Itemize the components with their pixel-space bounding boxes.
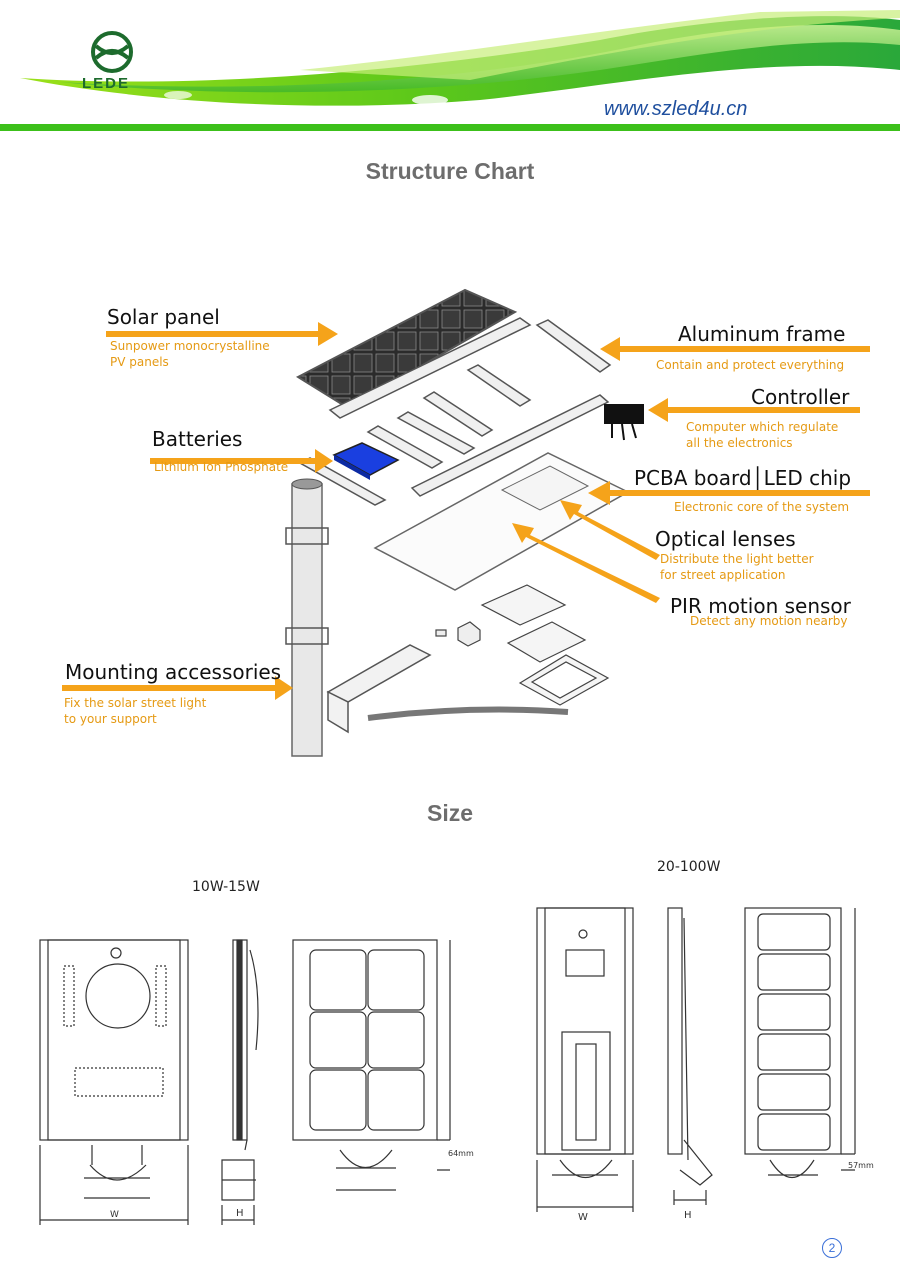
label-solar-panel: Solar panel bbox=[107, 305, 220, 329]
mounting-bracket-icon bbox=[326, 644, 569, 734]
callout-arrows bbox=[62, 322, 870, 700]
large-mount-label: 57mm bbox=[848, 1161, 874, 1170]
section-title-structure: Structure Chart bbox=[365, 158, 535, 184]
small-back-view-drawing bbox=[292, 939, 451, 1191]
desc-batteries: Lithium Ion Phosphate bbox=[154, 460, 289, 474]
desc-solar-panel: Sunpower monocrystalline PV panels bbox=[110, 339, 270, 369]
large-front-view-drawing bbox=[536, 907, 634, 1212]
small-mount-label: 64mm bbox=[448, 1149, 474, 1158]
label-pcba-board: PCBA board│LED chip bbox=[634, 466, 852, 490]
small-side-view-drawing bbox=[221, 939, 259, 1225]
model-label-large: 20-100W bbox=[657, 859, 721, 875]
pole-icon bbox=[285, 478, 329, 757]
pcba-board-icon bbox=[480, 584, 610, 706]
label-pir-motion-sensor: PIR motion sensor bbox=[670, 594, 851, 618]
size-drawings: W H 64mm W H bbox=[39, 907, 874, 1225]
housing-plate-icon bbox=[373, 452, 630, 591]
desc-optical-lenses: Distribute the light better for street a… bbox=[660, 552, 814, 582]
battery-icon bbox=[332, 442, 400, 480]
label-batteries: Batteries bbox=[152, 427, 243, 451]
logo-icon bbox=[91, 31, 133, 73]
page-header: LEDE www.szled4u.cn bbox=[0, 0, 900, 135]
pir-sensor-icon bbox=[435, 621, 481, 647]
label-mounting-accessories: Mounting accessories bbox=[65, 660, 282, 684]
header-green-swoosh bbox=[0, 10, 900, 131]
desc-pir-motion-sensor: Detect any motion nearby bbox=[690, 614, 848, 628]
small-height-label: H bbox=[236, 1208, 244, 1219]
label-controller: Controller bbox=[751, 385, 850, 409]
page-number: 2 bbox=[822, 1238, 842, 1258]
desc-aluminum-frame: Contain and protect everything bbox=[656, 358, 845, 372]
large-height-label: H bbox=[684, 1210, 692, 1221]
model-label-small: 10W-15W bbox=[192, 879, 260, 895]
section-title-size: Size bbox=[426, 800, 474, 826]
desc-controller: Computer which regulate all the electron… bbox=[686, 420, 839, 450]
large-width-label: W bbox=[578, 1212, 588, 1223]
large-side-view-drawing bbox=[667, 907, 713, 1205]
desc-pcba-board: Electronic core of the system bbox=[674, 500, 850, 514]
label-aluminum-frame: Aluminum frame bbox=[678, 322, 846, 346]
small-width-label: W bbox=[110, 1210, 119, 1220]
label-optical-lenses: Optical lenses bbox=[655, 527, 796, 551]
aluminum-frame-icon bbox=[298, 317, 612, 506]
small-front-view-drawing bbox=[39, 939, 189, 1225]
desc-mounting-accessories: Fix the solar street light to your suppo… bbox=[64, 696, 207, 726]
exploded-view-illustration bbox=[62, 288, 870, 757]
solar-panel-icon bbox=[295, 288, 518, 410]
controller-icon bbox=[604, 404, 644, 441]
large-back-view-drawing bbox=[744, 907, 856, 1178]
logo-text: LEDE bbox=[82, 75, 131, 92]
website-link[interactable]: www.szled4u.cn bbox=[604, 98, 748, 120]
